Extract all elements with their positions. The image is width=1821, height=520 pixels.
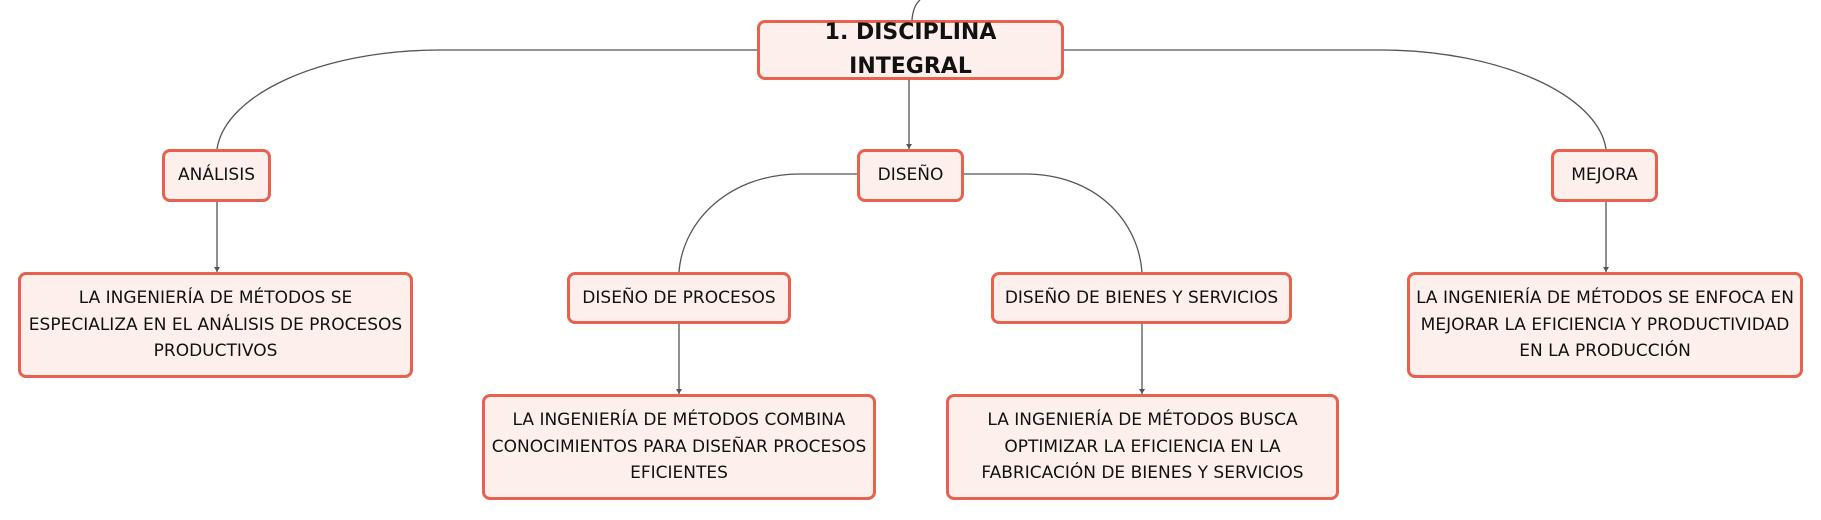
arrowhead-bienes-detail bbox=[1139, 389, 1145, 394]
diseno-procesos-label: DISEÑO DE PROCESOS bbox=[582, 287, 776, 308]
analisis-node[interactable]: ANÁLISIS bbox=[162, 149, 271, 202]
arrowhead-analisis-detail bbox=[214, 267, 220, 272]
diseno-node[interactable]: DISEÑO bbox=[857, 149, 964, 202]
connector-root-to-mejora bbox=[1064, 49, 1607, 150]
diseno-bienes-node[interactable]: DISEÑO DE BIENES Y SERVICIOS bbox=[991, 272, 1292, 324]
analisis-label: ANÁLISIS bbox=[177, 165, 256, 186]
arrowhead-diseno bbox=[906, 144, 912, 149]
root-node[interactable]: 1. DISCIPLINA INTEGRAL bbox=[757, 20, 1064, 80]
procesos-detail-text: LA INGENIERÍA DE MÉTODOS COMBINA CONOCIM… bbox=[491, 410, 867, 484]
mejora-detail-node[interactable]: LA INGENIERÍA DE MÉTODOS SE ENFOCA EN ME… bbox=[1407, 272, 1803, 378]
mejora-detail-text: LA INGENIERÍA DE MÉTODOS SE ENFOCA EN ME… bbox=[1416, 288, 1794, 362]
arrowhead-procesos-detail bbox=[676, 389, 682, 394]
procesos-detail-node[interactable]: LA INGENIERÍA DE MÉTODOS COMBINA CONOCIM… bbox=[482, 394, 876, 500]
connector-diseno-to-bienes bbox=[964, 173, 1143, 273]
mejora-label: MEJORA bbox=[1571, 165, 1638, 186]
mejora-node[interactable]: MEJORA bbox=[1551, 149, 1658, 202]
diseno-bienes-label: DISEÑO DE BIENES Y SERVICIOS bbox=[1004, 287, 1279, 308]
analisis-detail-text: LA INGENIERÍA DE MÉTODOS SE ESPECIALIZA … bbox=[28, 288, 403, 362]
diseno-label: DISEÑO bbox=[877, 165, 944, 186]
root-label: 1. DISCIPLINA INTEGRAL bbox=[824, 19, 997, 79]
connector-root-to-analisis bbox=[216, 49, 758, 150]
bienes-detail-text: LA INGENIERÍA DE MÉTODOS BUSCA OPTIMIZAR… bbox=[981, 410, 1304, 484]
arrowhead-mejora-detail bbox=[1603, 267, 1609, 272]
bienes-detail-node[interactable]: LA INGENIERÍA DE MÉTODOS BUSCA OPTIMIZAR… bbox=[946, 394, 1339, 500]
analisis-detail-node[interactable]: LA INGENIERÍA DE MÉTODOS SE ESPECIALIZA … bbox=[18, 272, 413, 378]
connector-diseno-to-procesos bbox=[678, 173, 858, 273]
diseno-procesos-node[interactable]: DISEÑO DE PROCESOS bbox=[567, 272, 791, 324]
connector-parent-to-root bbox=[911, 0, 921, 21]
